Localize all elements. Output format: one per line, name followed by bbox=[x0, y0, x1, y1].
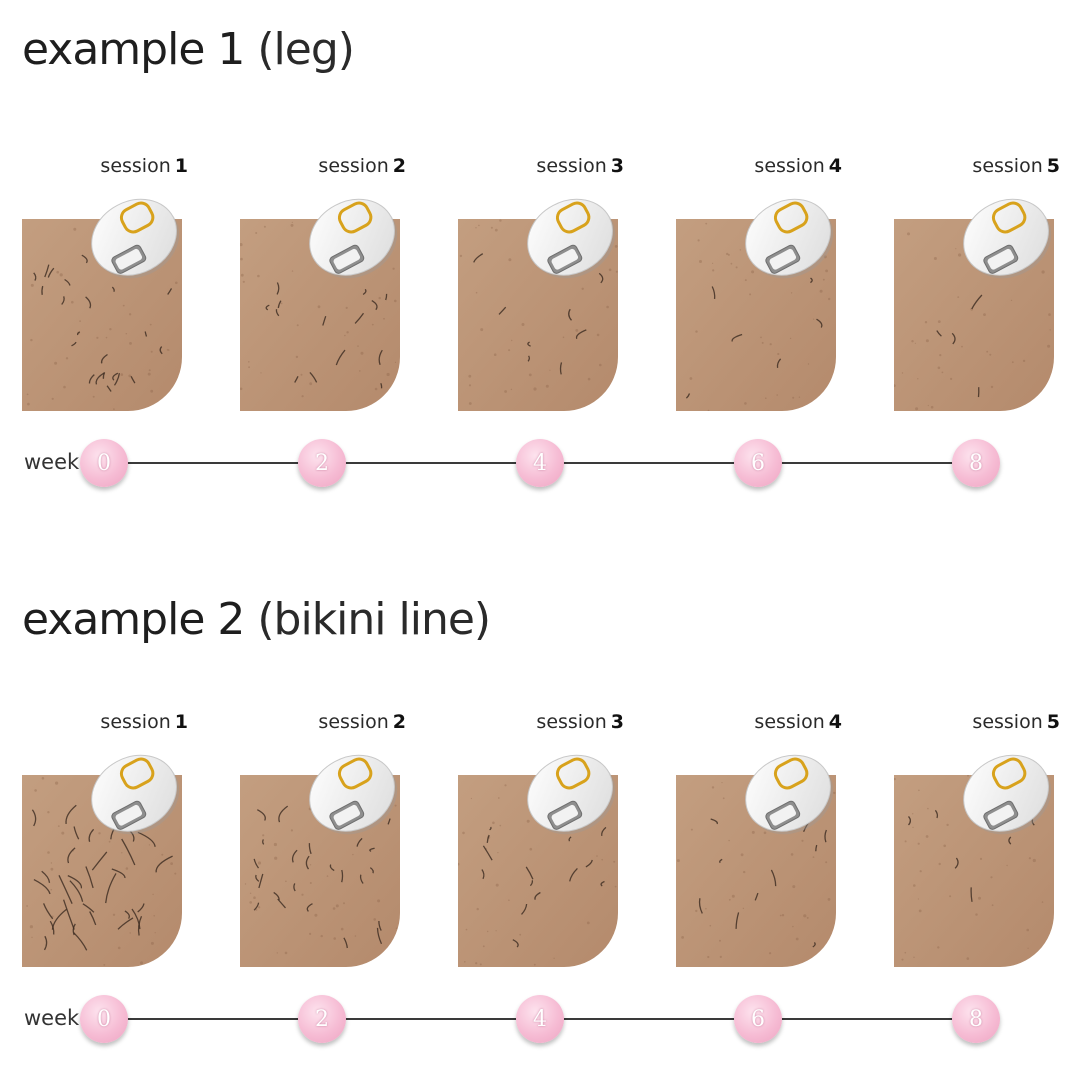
session-number: 4 bbox=[828, 711, 842, 733]
week-node-6: 6 bbox=[734, 995, 782, 1043]
example-1-timeline: week 0 2 4 6 8 bbox=[0, 436, 1080, 496]
ipl-device-icon bbox=[734, 187, 844, 295]
week-node-8: 8 bbox=[952, 439, 1000, 487]
session-word: session bbox=[100, 711, 171, 733]
session-number: 2 bbox=[392, 711, 406, 733]
session-word: session bbox=[972, 155, 1043, 177]
session-word: session bbox=[318, 155, 389, 177]
example-2-title-main: example 2 bbox=[22, 594, 245, 645]
ipl-device-icon bbox=[734, 743, 844, 851]
week-label: week bbox=[24, 450, 80, 474]
ipl-device-icon bbox=[80, 743, 190, 851]
week-label: week bbox=[24, 1006, 80, 1030]
week-node-0: 0 bbox=[80, 439, 128, 487]
example-1-title: example 1 (leg) bbox=[22, 24, 355, 75]
ipl-device-icon bbox=[298, 743, 408, 851]
session-number: 3 bbox=[610, 711, 624, 733]
session-word: session bbox=[536, 155, 607, 177]
session-word: session bbox=[318, 711, 389, 733]
week-node-8: 8 bbox=[952, 995, 1000, 1043]
session-number: 3 bbox=[610, 155, 624, 177]
session-number: 1 bbox=[174, 711, 188, 733]
ipl-device-icon bbox=[516, 743, 626, 851]
week-node-4: 4 bbox=[516, 995, 564, 1043]
week-node-0: 0 bbox=[80, 995, 128, 1043]
ipl-device-icon bbox=[80, 187, 190, 295]
session-number: 4 bbox=[828, 155, 842, 177]
week-node-4: 4 bbox=[516, 439, 564, 487]
example-2-title: example 2 (bikini line) bbox=[22, 594, 491, 645]
ipl-device-icon bbox=[952, 743, 1062, 851]
week-node-2: 2 bbox=[298, 439, 346, 487]
session-word: session bbox=[754, 711, 825, 733]
ipl-device-icon bbox=[516, 187, 626, 295]
example-2-timeline: week 0 2 4 6 8 bbox=[0, 992, 1080, 1052]
session-word: session bbox=[972, 711, 1043, 733]
session-number: 1 bbox=[174, 155, 188, 177]
session-word: session bbox=[536, 711, 607, 733]
session-word: session bbox=[100, 155, 171, 177]
session-number: 5 bbox=[1046, 155, 1060, 177]
example-1-title-main: example 1 bbox=[22, 24, 245, 75]
ipl-device-icon bbox=[298, 187, 408, 295]
example-1-title-sub: (leg) bbox=[257, 24, 355, 75]
week-node-6: 6 bbox=[734, 439, 782, 487]
session-number: 2 bbox=[392, 155, 406, 177]
week-node-2: 2 bbox=[298, 995, 346, 1043]
example-2-title-sub: (bikini line) bbox=[257, 594, 491, 645]
session-word: session bbox=[754, 155, 825, 177]
ipl-device-icon bbox=[952, 187, 1062, 295]
session-number: 5 bbox=[1046, 711, 1060, 733]
